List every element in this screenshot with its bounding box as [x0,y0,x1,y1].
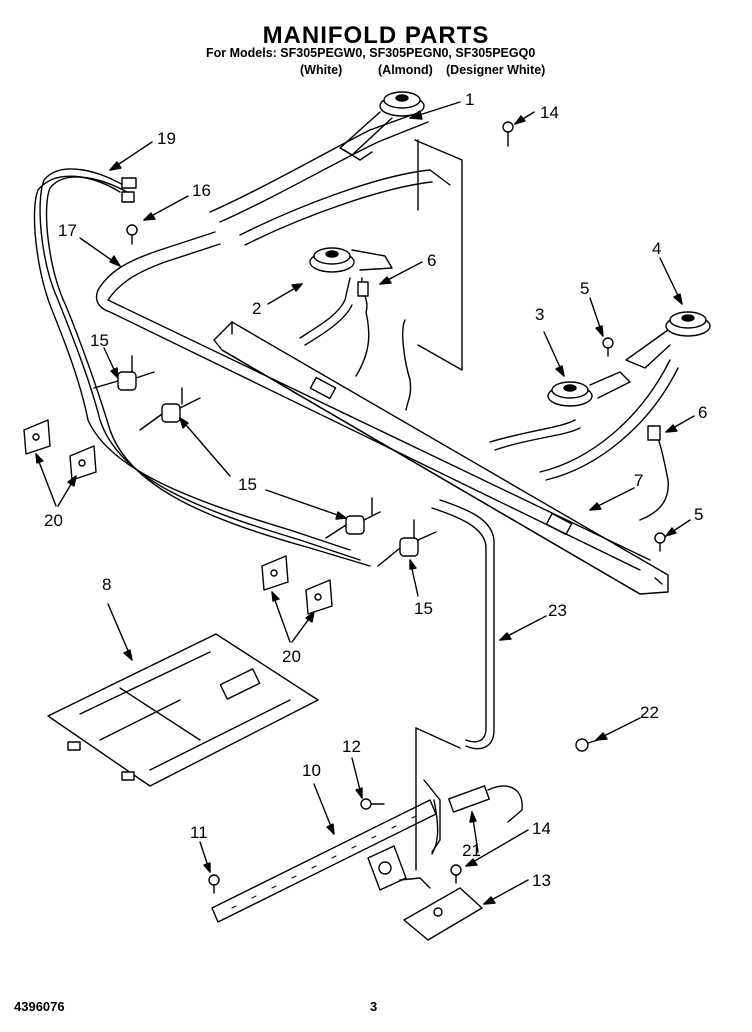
callout-8: 8 [102,575,111,594]
variant-almond: (Almond) [378,63,433,77]
callout-15-b: 15 [238,475,257,494]
callout-16: 16 [192,181,211,200]
burner-4 [625,311,711,369]
page-number: 3 [370,999,378,1014]
callout-numbers: 1 14 19 16 17 6 2 4 5 3 15 6 15 7 5 20 1… [44,90,707,890]
bracket-center-upper [261,555,289,591]
burner-3 [547,371,631,407]
models-line: For Models: SF305PEGW0, SF305PEGN0, SF30… [206,46,536,60]
callout-7: 7 [634,471,643,490]
screw-5-lower [654,532,666,552]
callout-10: 10 [302,761,321,780]
callout-1: 1 [465,90,474,109]
callout-20-left: 20 [44,511,63,530]
callout-17: 17 [58,221,77,240]
callout-15-c: 15 [414,599,433,618]
screw-16 [126,224,138,245]
callout-14-top: 14 [540,103,559,122]
screw-11 [208,874,220,894]
callout-19: 19 [157,129,176,148]
callout-22: 22 [640,703,659,722]
variant-white: (White) [300,63,343,77]
callout-23: 23 [548,601,567,620]
page-title: MANIFOLD PARTS [262,22,490,49]
valve-1 [93,355,155,391]
callout-4: 4 [652,239,661,258]
bracket-left-lower [69,445,97,481]
screw-12 [360,798,385,810]
burner-1 [339,91,425,161]
callout-11: 11 [190,823,208,842]
oven-burner [211,799,437,923]
electrode-right [639,425,669,521]
callout-3: 3 [535,305,544,324]
valve-2 [139,387,201,431]
igniter [423,779,523,855]
callout-15-a: 15 [90,331,109,350]
callout-12: 12 [342,737,361,756]
oven-valve [367,727,483,941]
screw-5-upper [602,337,614,357]
valve-4 [377,519,437,567]
bracket-center-lower [305,579,333,615]
callout-5-upper: 5 [580,279,589,298]
bracket-left-upper [23,419,51,455]
valve-3 [325,497,381,539]
manifold-bar [213,321,669,595]
burner-tubes [95,111,679,571]
callout-6-right: 6 [698,403,707,422]
heat-shield [47,633,319,787]
callout-21: 21 [462,841,481,860]
harness-wires [33,168,371,567]
fitting-22 [575,738,599,752]
gas-line [431,499,495,750]
callout-5-lower: 5 [694,505,703,524]
screw-14-top [502,121,514,147]
electrode-left [355,277,370,377]
callout-13: 13 [532,871,551,890]
callout-leaders [35,101,695,905]
callout-6-left: 6 [427,251,436,270]
variant-designer-white: (Designer White) [446,63,546,77]
callout-14-bottom: 14 [532,819,551,838]
callout-20-center: 20 [282,647,301,666]
document-number: 4396076 [14,999,65,1014]
burner-2 [309,247,393,273]
callout-2: 2 [252,299,261,318]
screw-14-bottom [450,864,462,884]
